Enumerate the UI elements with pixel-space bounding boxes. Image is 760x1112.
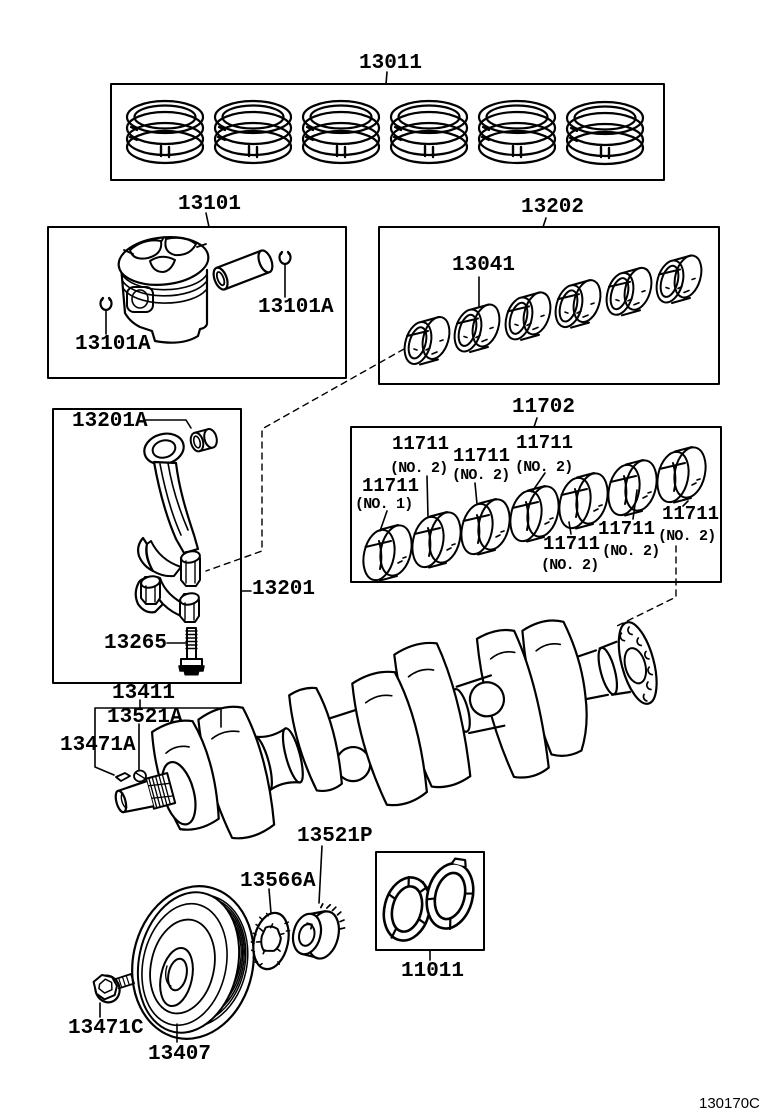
svg-text:13407: 13407 <box>148 1043 211 1066</box>
svg-text:11711: 11711 <box>662 503 719 525</box>
svg-text:13201A: 13201A <box>72 410 148 433</box>
svg-text:(NO. 2): (NO. 2) <box>515 459 572 476</box>
svg-text:13101: 13101 <box>178 193 241 216</box>
svg-text:11011: 11011 <box>401 960 464 983</box>
svg-text:13471C: 13471C <box>68 1017 144 1040</box>
svg-text:13265: 13265 <box>104 632 167 655</box>
svg-text:13521A: 13521A <box>107 706 183 729</box>
svg-text:13101A: 13101A <box>75 333 151 356</box>
svg-text:13566A: 13566A <box>240 870 316 893</box>
svg-text:11702: 11702 <box>512 396 575 419</box>
svg-text:(NO. 2): (NO. 2) <box>602 543 659 560</box>
svg-text:11711: 11711 <box>543 533 600 555</box>
svg-text:11711: 11711 <box>453 445 510 467</box>
svg-text:13521P: 13521P <box>297 825 373 848</box>
svg-text:13411: 13411 <box>112 682 175 705</box>
svg-text:(NO. 2): (NO. 2) <box>541 557 598 574</box>
svg-text:13202: 13202 <box>521 196 584 219</box>
svg-text:13041: 13041 <box>452 254 515 277</box>
svg-text:(NO. 2): (NO. 2) <box>658 528 715 545</box>
svg-text:13471A: 13471A <box>60 734 136 757</box>
svg-text:11711: 11711 <box>392 433 449 455</box>
svg-text:13011: 13011 <box>359 52 422 75</box>
svg-text:11711: 11711 <box>516 432 573 454</box>
svg-text:(NO. 1): (NO. 1) <box>355 496 412 513</box>
svg-text:13201: 13201 <box>252 578 315 601</box>
svg-text:13101A: 13101A <box>258 296 334 319</box>
svg-text:(NO. 2): (NO. 2) <box>452 467 509 484</box>
svg-text:130170C: 130170C <box>699 1095 760 1112</box>
svg-text:11711: 11711 <box>598 518 655 540</box>
svg-text:(NO. 2): (NO. 2) <box>390 460 447 477</box>
svg-text:11711: 11711 <box>362 475 419 497</box>
